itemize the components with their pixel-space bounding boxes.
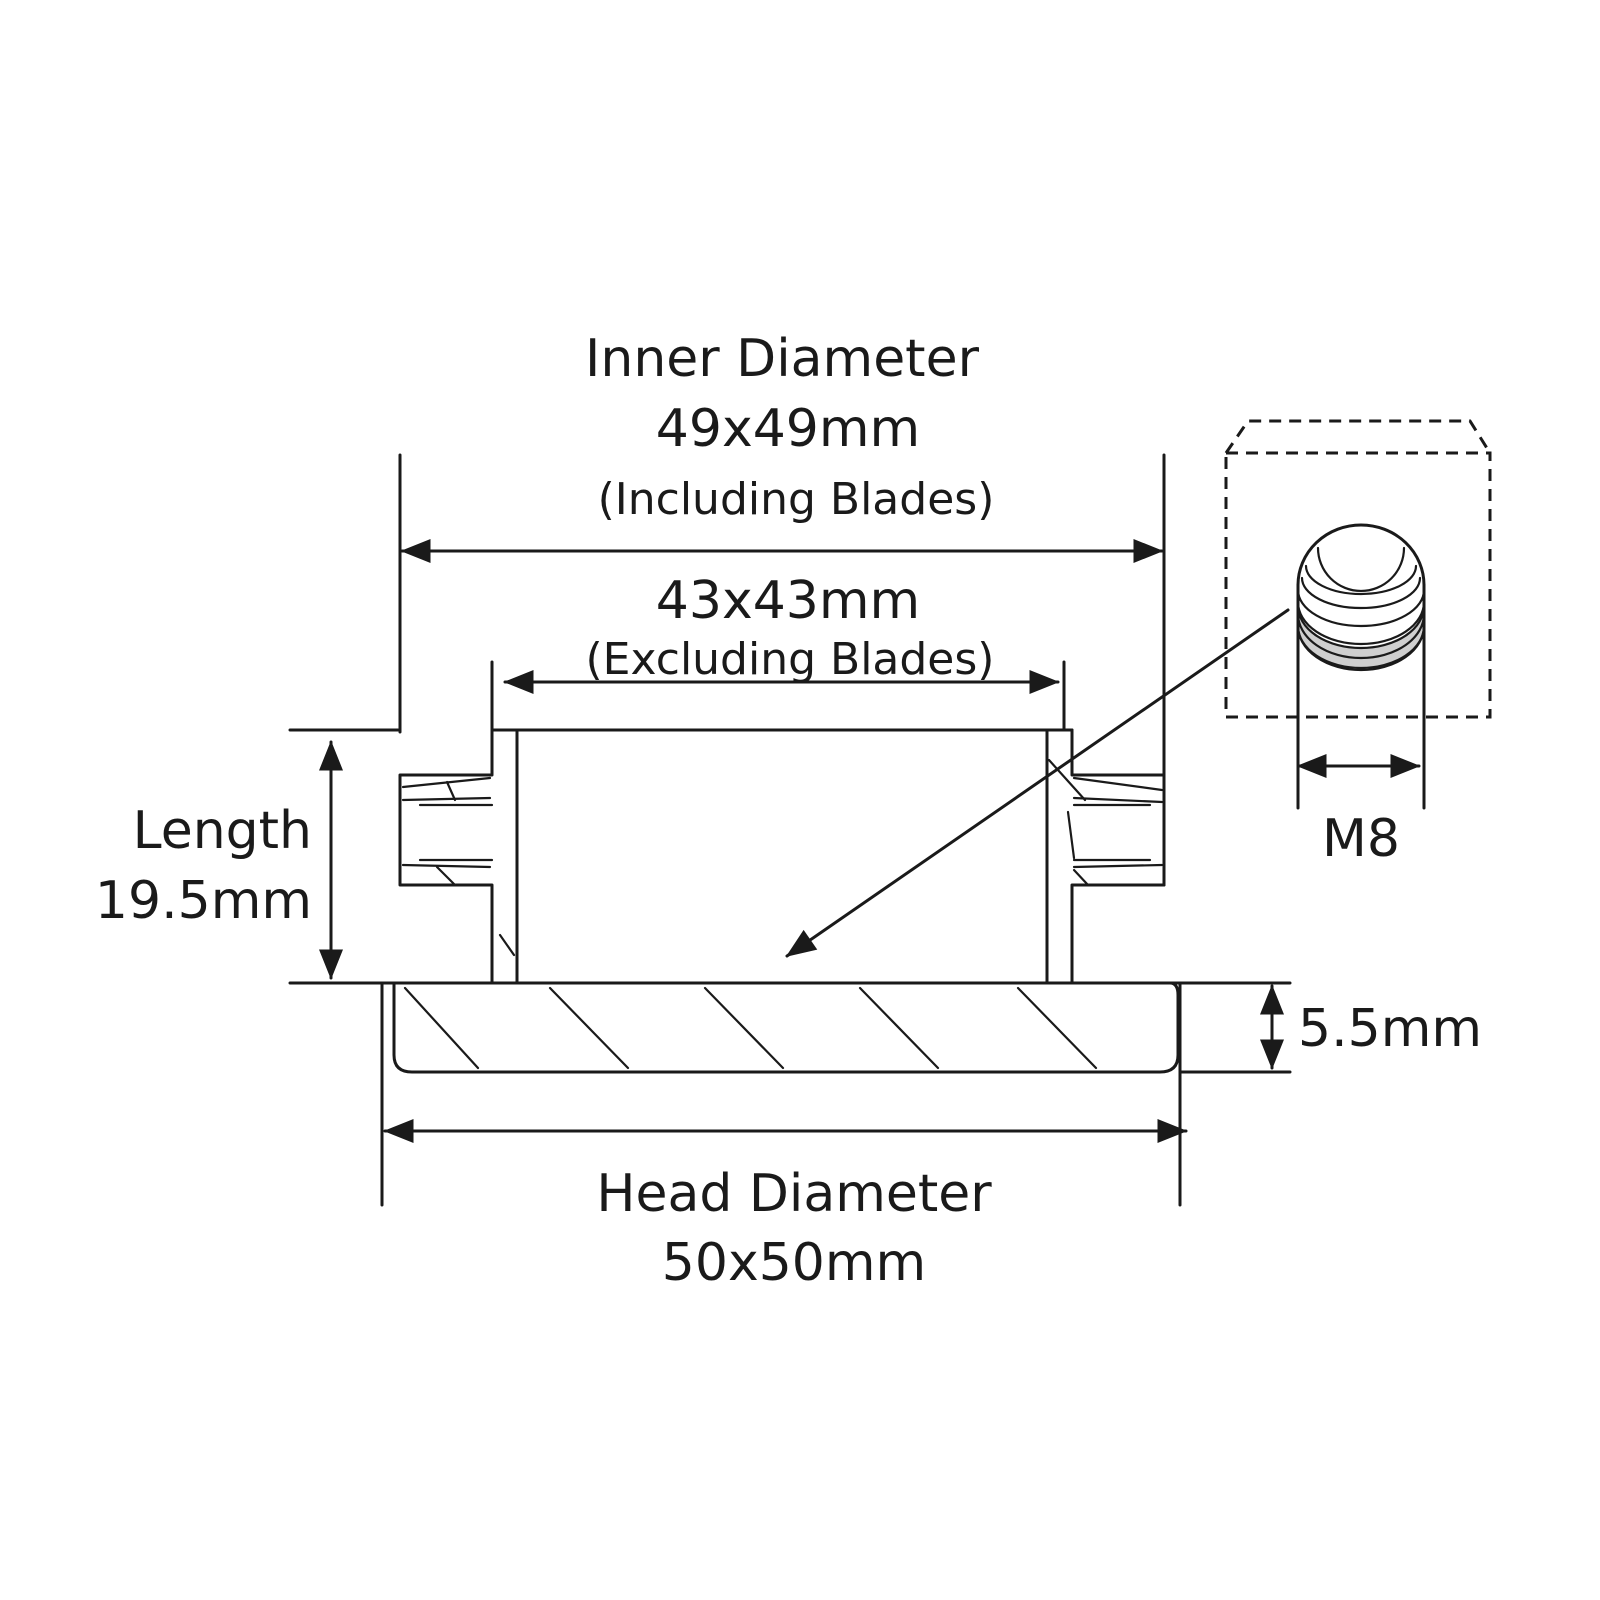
thread-bolt-icon [1296,523,1426,672]
thread-leader-arrow [785,608,1290,958]
inner-incl-value: 49x49mm [656,399,920,459]
left-blades [401,776,516,957]
inner-excl-value: 43x43mm [656,571,920,631]
head-diameter-title: Head Diameter [596,1164,992,1224]
text-labels: Inner Diameter 49x49mm (Including Blades… [95,329,1482,1293]
dimension-arrows [319,539,1421,1143]
inner-diameter-title: Inner Diameter [585,329,980,389]
head-thickness-value: 5.5mm [1298,999,1482,1059]
left-wall-outline [398,728,494,985]
length-title: Length [133,801,312,861]
right-blades [1047,758,1164,887]
thread-detail [1224,419,1492,810]
head-diameter-value: 50x50mm [662,1233,926,1293]
plug-body [398,728,1166,985]
detail-box [1224,451,1492,719]
plug-head [380,981,1184,1074]
head-outline [392,981,1180,1074]
inner-incl-note: (Including Blades) [598,474,995,525]
extension-lines [288,453,1292,1207]
detail-box-top [1224,419,1492,454]
head-hatching [403,986,1098,1070]
inner-excl-note: (Excluding Blades) [586,634,995,685]
length-value: 19.5mm [95,871,312,931]
thread-label: M8 [1322,809,1400,869]
right-wall-outline [1070,728,1166,985]
